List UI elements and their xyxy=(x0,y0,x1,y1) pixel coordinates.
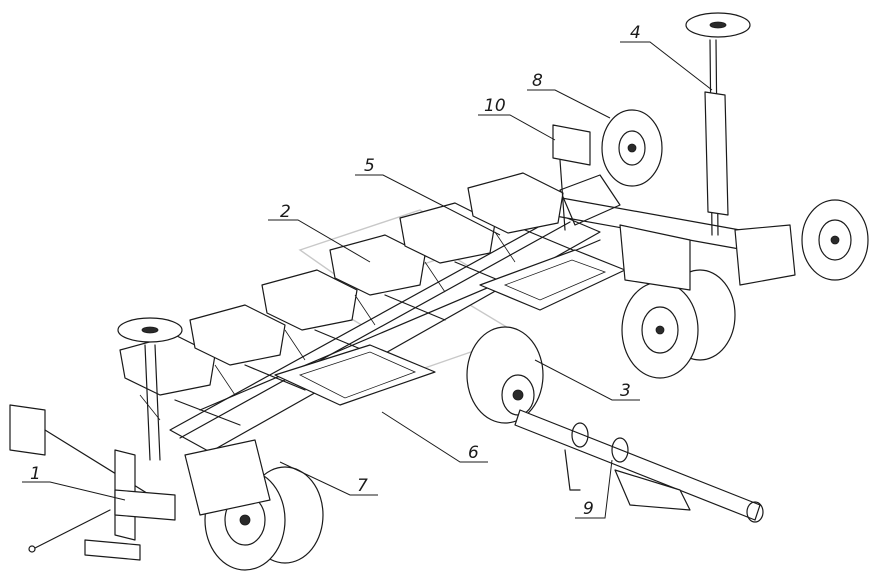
callout-label: 1 xyxy=(30,464,41,484)
rear-wheels xyxy=(619,199,869,379)
bracket xyxy=(552,124,591,231)
callout-10: 10 xyxy=(478,96,556,141)
callout-label: 7 xyxy=(357,476,368,496)
drive-shaft xyxy=(514,409,764,523)
callout-label: 4 xyxy=(630,23,641,43)
callout-8: 8 xyxy=(527,71,611,119)
front-stand xyxy=(9,404,176,561)
callout-label: 3 xyxy=(620,381,631,401)
upper-wheel xyxy=(601,109,663,187)
plough-bodies xyxy=(119,172,564,421)
main-frame xyxy=(169,174,746,453)
rear-gauge-post xyxy=(685,12,751,236)
callout-7: 7 xyxy=(279,461,378,496)
callout-label: 8 xyxy=(532,71,543,91)
callout-5: 5 xyxy=(355,156,501,236)
front-wheels xyxy=(184,439,324,571)
callout-3: 3 xyxy=(534,359,640,401)
callout-9: 9 xyxy=(575,459,613,519)
callout-2: 2 xyxy=(268,202,371,263)
front-gauge-post xyxy=(117,317,183,461)
callout-label: 5 xyxy=(364,156,375,176)
callout-label: 2 xyxy=(280,202,291,222)
platform-plates xyxy=(274,249,626,406)
callout-4: 4 xyxy=(620,23,713,91)
callout-1: 1 xyxy=(22,464,126,501)
centre-pulley xyxy=(466,326,544,424)
callout-label: 10 xyxy=(484,96,506,116)
callout-label: 9 xyxy=(583,499,594,519)
callout-6: 6 xyxy=(381,411,488,463)
callout-label: 6 xyxy=(468,443,479,463)
